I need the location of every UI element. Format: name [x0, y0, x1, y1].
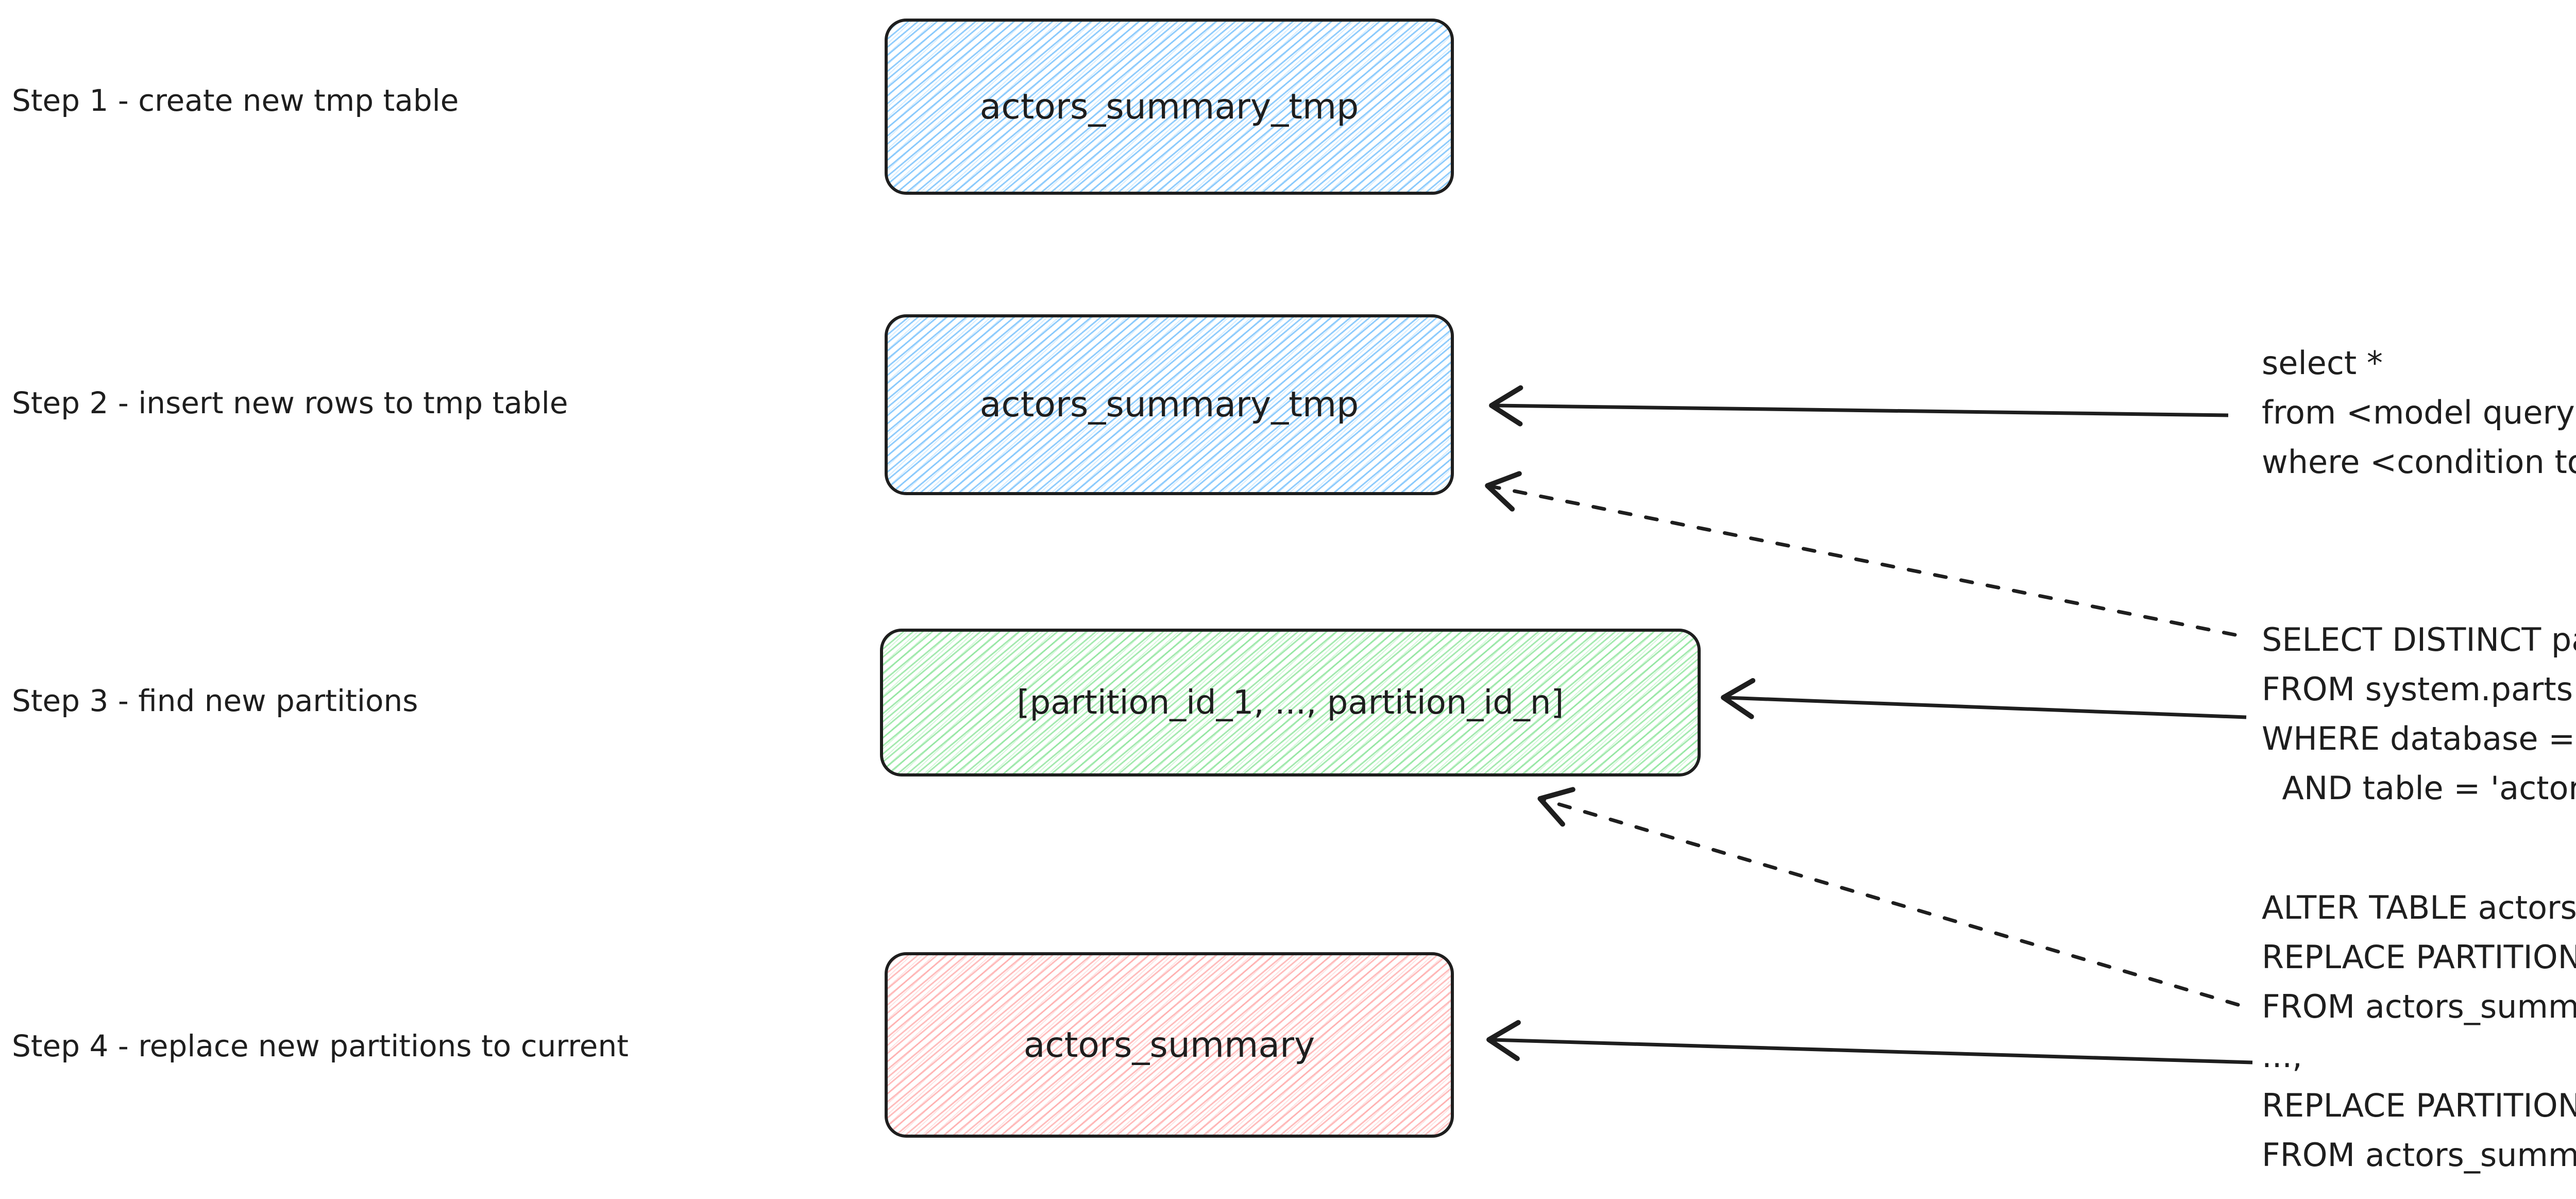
arrow-step3-sql-to-step3-node [1721, 678, 2247, 719]
dashed-arrow-step4-sql-to-step3-node [1537, 787, 2240, 1007]
step3-node-label: [partition_id_1, ..., partition_id_n] [1016, 683, 1564, 722]
step1-node-label: actors_summary_tmp [979, 86, 1359, 127]
arrow-step2-sql-to-step2-node [1489, 385, 2229, 427]
step3-label: Step 3 - find new partitions [12, 683, 418, 718]
step4-sql-note: ALTER TABLE actors_summary REPLACE PARTI… [2262, 889, 2576, 1174]
step1-node: actors_summary_tmp [885, 19, 1454, 195]
step4-node-label: actors_summary [1023, 1024, 1315, 1066]
step2-node: actors_summary_tmp [885, 314, 1454, 495]
step1-label: Step 1 - create new tmp table [12, 83, 459, 118]
step2-label: Step 2 - insert new rows to tmp table [12, 385, 568, 420]
step4-node: actors_summary [885, 952, 1454, 1138]
dashed-arrow-step3-sql-to-step2-node [1485, 471, 2237, 637]
step2-node-label: actors_summary_tmp [979, 384, 1359, 425]
step2-sql-note: select * from <model query> where <condi… [2262, 344, 2576, 481]
step3-node: [partition_id_1, ..., partition_id_n] [880, 629, 1701, 776]
step3-sql-note: SELECT DISTINCT partition_id FROM system… [2262, 621, 2576, 807]
step4-label: Step 4 - replace new partitions to curre… [12, 1028, 629, 1063]
arrow-step4-sql-to-step4-node [1486, 1020, 2253, 1065]
